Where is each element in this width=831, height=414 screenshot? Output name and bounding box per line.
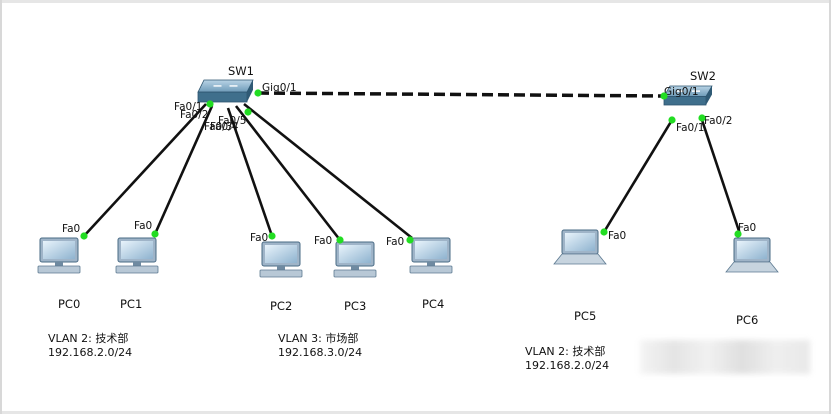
monitor-screen — [121, 241, 153, 259]
monitor-stand — [427, 262, 435, 266]
keyboard-base — [37, 265, 81, 274]
port-indicator-dot — [660, 92, 668, 100]
port-label: Fa0/2 — [180, 109, 208, 121]
link-sw1-sw2-trunk — [257, 91, 665, 98]
laptop-keyboard — [725, 261, 779, 273]
monitor-screen — [415, 241, 447, 259]
desktop-pc-icon — [115, 237, 159, 274]
keyboard-base — [115, 265, 159, 274]
port-label: Fa0/2 — [704, 115, 732, 127]
switch-sw1 — [197, 79, 254, 103]
switch-side-face — [247, 80, 253, 102]
keyboard-base — [259, 269, 303, 278]
monitor-screen — [339, 245, 371, 263]
monitor-screen — [265, 245, 297, 263]
port-indicator-dot — [80, 232, 88, 240]
pc-name-label: PC2 — [270, 299, 292, 313]
monitor-stand — [55, 262, 63, 266]
port-label: Fa0 — [62, 223, 80, 235]
blurred-watermark — [640, 340, 810, 374]
vlan-label-group-2: VLAN 3: 市场部 192.168.3.0/24 — [278, 332, 362, 360]
vlan-name: VLAN 2: 技术部 — [48, 332, 129, 345]
pc-name-label: PC5 — [574, 309, 596, 323]
link-sw1-pc1 — [153, 105, 214, 235]
pc-name-label: PC0 — [58, 297, 80, 311]
link-sw2-pc5 — [602, 119, 674, 233]
monitor-stand — [277, 266, 285, 270]
vlan-subnet: 192.168.2.0/24 — [525, 359, 610, 372]
desktop-pc-icon — [333, 241, 377, 278]
monitor-stand — [351, 266, 359, 270]
pc-name-label: PC4 — [422, 297, 444, 311]
port-label: Fa0 — [386, 236, 404, 248]
frame-border-top — [0, 0, 831, 3]
port-indicator-dot — [336, 236, 344, 244]
switch-name-label: SW2 — [690, 69, 716, 83]
port-indicator-dot — [268, 232, 276, 240]
desktop-pc-icon — [259, 241, 303, 278]
switch-top-face — [197, 79, 254, 93]
link-sw1-pc3 — [234, 105, 342, 241]
link-sw1-pc4 — [243, 102, 413, 240]
port-label: Fa0/1 — [676, 122, 704, 134]
desktop-pc-icon — [37, 237, 81, 274]
desktop-pc-icon — [409, 237, 453, 274]
port-label: Gig0/1 — [664, 86, 699, 98]
switch-name-label: SW1 — [228, 64, 254, 78]
port-label: Gig0/1 — [262, 82, 297, 94]
port-indicator-dot — [206, 100, 214, 108]
keyboard-base — [333, 269, 377, 278]
port-label: Fa0/5 — [218, 115, 246, 127]
frame-border-bottom — [0, 411, 831, 414]
laptop-pc-icon — [553, 229, 607, 265]
link-sw2-pc6 — [700, 119, 742, 235]
switch-side-face — [706, 86, 712, 105]
vlan-subnet: 192.168.2.0/24 — [48, 346, 133, 359]
port-label: Fa0 — [738, 222, 756, 234]
port-label: Fa0 — [134, 220, 152, 232]
port-label: Fa0 — [250, 232, 268, 244]
port-label: Fa0/4 — [210, 121, 239, 133]
port-indicator-dot — [600, 228, 608, 236]
vlan-label-group-3: VLAN 2: 技术部 192.168.2.0/24 — [525, 345, 609, 373]
port-indicator-dot — [254, 89, 262, 97]
port-indicator-dot — [244, 108, 252, 116]
port-indicator-dot — [668, 116, 676, 124]
switch-sw2 — [663, 85, 713, 106]
switch-front-face — [197, 91, 248, 103]
pc-name-label: PC6 — [736, 313, 758, 327]
port-indicator-dot — [151, 230, 159, 238]
link-sw1-pc0 — [83, 103, 207, 237]
vlan-name: VLAN 3: 市场部 — [278, 332, 359, 345]
keyboard-base — [409, 265, 453, 274]
monitor-stand — [133, 262, 141, 266]
frame-border-right — [829, 0, 831, 414]
port-indicator-dot — [734, 230, 742, 238]
laptop-keyboard — [553, 253, 607, 265]
pc-name-label: PC1 — [120, 297, 142, 311]
port-label: Fa0 — [314, 235, 332, 247]
vlan-subnet: 192.168.3.0/24 — [278, 346, 363, 359]
laptop-pc-icon — [725, 237, 779, 273]
monitor-screen — [43, 241, 75, 259]
port-indicator-dot — [406, 236, 414, 244]
port-label: Fa0/1 — [174, 101, 202, 113]
laptop-screen — [737, 241, 767, 259]
link-sw1-pc2 — [226, 107, 274, 237]
port-label: Fa0/3 — [204, 121, 232, 133]
port-indicator-dot — [698, 114, 706, 122]
vlan-name: VLAN 2: 技术部 — [525, 345, 606, 358]
vlan-label-group-1: VLAN 2: 技术部 192.168.2.0/24 — [48, 332, 132, 360]
frame-border-left — [0, 0, 2, 414]
laptop-screen — [565, 233, 595, 251]
pc-name-label: PC3 — [344, 299, 366, 313]
port-label: Fa0 — [608, 230, 626, 242]
